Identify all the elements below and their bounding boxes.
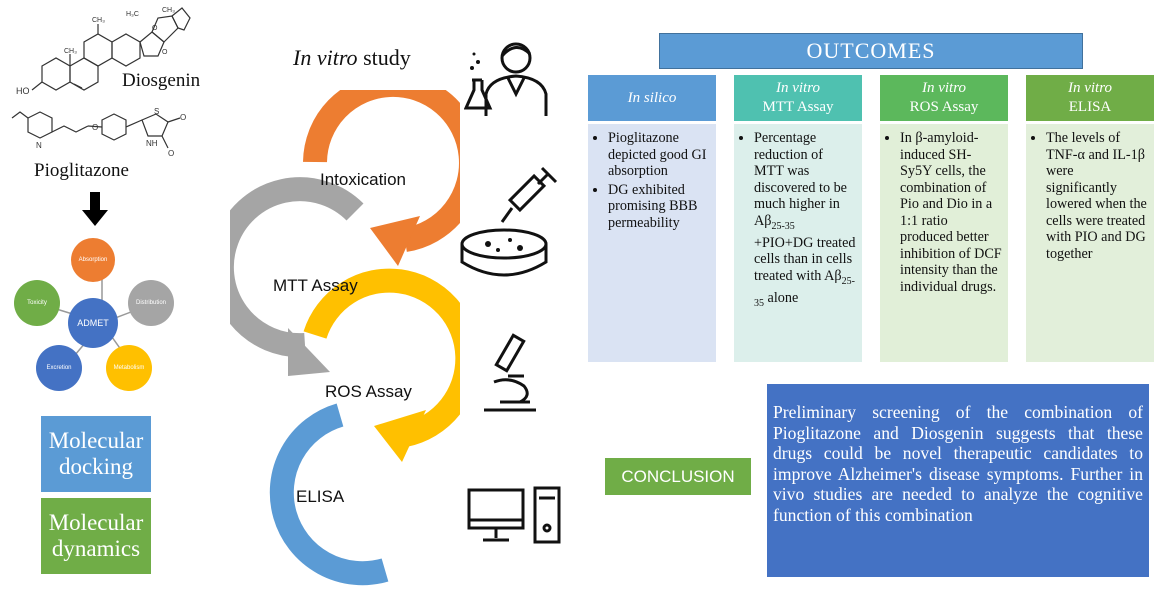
step-elisa: ELISA xyxy=(296,487,345,506)
microscope-icon xyxy=(484,333,536,412)
mtt-sub-2: 25-35 xyxy=(754,275,855,309)
heading-italic: In vitro xyxy=(293,45,358,70)
mtt-bullet: Percentage reduction of MTT was discover… xyxy=(754,130,856,312)
svg-text:CH₃: CH₃ xyxy=(92,17,105,24)
admet-node-excretion: Excretion xyxy=(36,345,82,391)
svg-text:CH₃: CH₃ xyxy=(64,48,77,55)
computer-icon xyxy=(467,486,561,544)
pioglitazone-structure-icon: N O S O O NH xyxy=(11,108,186,158)
svg-text:O: O xyxy=(180,113,186,122)
svg-text:O: O xyxy=(152,25,158,32)
assay-cycle-diagram xyxy=(230,90,460,586)
silico-bullet-2: DG exhibited promising BBB permeability xyxy=(608,182,710,232)
outcomes-title: OUTCOMES xyxy=(659,33,1083,69)
svg-text:HO: HO xyxy=(16,86,30,96)
svg-text:O: O xyxy=(168,149,174,158)
svg-text:NH: NH xyxy=(146,139,158,148)
svg-text:O: O xyxy=(162,49,168,56)
col-head-mtt: In vitro MTT Assay xyxy=(734,75,862,121)
mtt-sub-1: 25-35 xyxy=(771,220,795,232)
col-head-ros-line1: In vitro xyxy=(921,80,967,96)
col-head-ros: In vitro ROS Assay xyxy=(880,75,1008,121)
step-intoxication: Intoxication xyxy=(320,170,406,189)
mtt-arc xyxy=(230,177,364,358)
col-head-mtt-line2: MTT Assay xyxy=(762,99,834,115)
svg-text:S: S xyxy=(154,108,159,116)
in-vitro-heading: In vitro study xyxy=(293,45,411,71)
col-head-elisa: In vitro ELISA xyxy=(1026,75,1154,121)
pioglitazone-label: Pioglitazone xyxy=(34,160,129,181)
intoxication-arc xyxy=(303,90,460,252)
docking-line2: docking xyxy=(58,454,134,479)
syringe-icon xyxy=(500,166,558,223)
col-body-ros: In β-amyloid-induced SH-Sy5Y cells, the … xyxy=(880,124,1008,362)
diosgenin-structure-icon: HO CH₃ CH₃ H₃C CH₃ O O xyxy=(16,7,191,96)
step-ros-assay: ROS Assay xyxy=(325,382,412,401)
elisa-bullet: The levels of TNF-α and IL-1β were signi… xyxy=(1046,130,1148,262)
col-head-ros-line2: ROS Assay xyxy=(909,99,979,115)
col-head-mtt-line1: In vitro xyxy=(775,80,821,96)
heading-rest: study xyxy=(357,45,411,70)
scientist-icon xyxy=(464,42,548,116)
dynamics-line2: dynamics xyxy=(51,536,141,561)
admet-node-metabolism: Metabolism xyxy=(106,345,152,391)
petri-dish-icon xyxy=(460,228,548,277)
col-head-elisa-line1: In vitro xyxy=(1067,80,1113,96)
down-arrow-icon xyxy=(82,192,108,226)
diosgenin-label: Diosgenin xyxy=(122,70,201,91)
dynamics-line1: Molecular xyxy=(48,510,144,535)
svg-text:O: O xyxy=(92,123,98,132)
ros-bullet: In β-amyloid-induced SH-Sy5Y cells, the … xyxy=(900,130,1002,295)
col-head-elisa-line2: ELISA xyxy=(1068,99,1112,115)
docking-line1: Molecular xyxy=(48,428,144,453)
col-body-mtt: Percentage reduction of MTT was discover… xyxy=(734,124,862,362)
admet-center: ADMET xyxy=(68,298,118,348)
col-head-in-silico-label: In silico xyxy=(627,89,677,106)
elisa-arc xyxy=(269,403,389,586)
col-body-in-silico: Pioglitazone depicted good GI absorption… xyxy=(588,124,716,362)
mtt-text-c: alone xyxy=(764,290,799,307)
intoxication-arrowhead xyxy=(370,216,420,266)
ros-arrowhead xyxy=(374,410,426,462)
col-head-in-silico: In silico xyxy=(588,75,716,121)
step-mtt-assay: MTT Assay xyxy=(273,276,358,295)
silico-bullet-1: Pioglitazone depicted good GI absorption xyxy=(608,130,710,180)
admet-node-absorption: Absorption xyxy=(71,238,115,282)
col-body-elisa: The levels of TNF-α and IL-1β were signi… xyxy=(1026,124,1154,362)
conclusion-label: CONCLUSION xyxy=(605,458,751,495)
mtt-text-b: +PIO+DG treated cells than in cells trea… xyxy=(754,234,856,284)
admet-node-distribution: Distribution xyxy=(128,280,174,326)
svg-text:CH₃: CH₃ xyxy=(162,7,175,14)
mtt-arrowhead xyxy=(288,328,330,376)
conclusion-text-box: Preliminary screening of the combination… xyxy=(767,384,1149,577)
svg-text:N: N xyxy=(36,141,42,150)
admet-node-toxicity: Toxicity xyxy=(14,280,60,326)
svg-text:H₃C: H₃C xyxy=(126,11,139,18)
mtt-text-a: Percentage reduction of MTT was discover… xyxy=(754,130,847,229)
ros-arc xyxy=(303,268,460,447)
